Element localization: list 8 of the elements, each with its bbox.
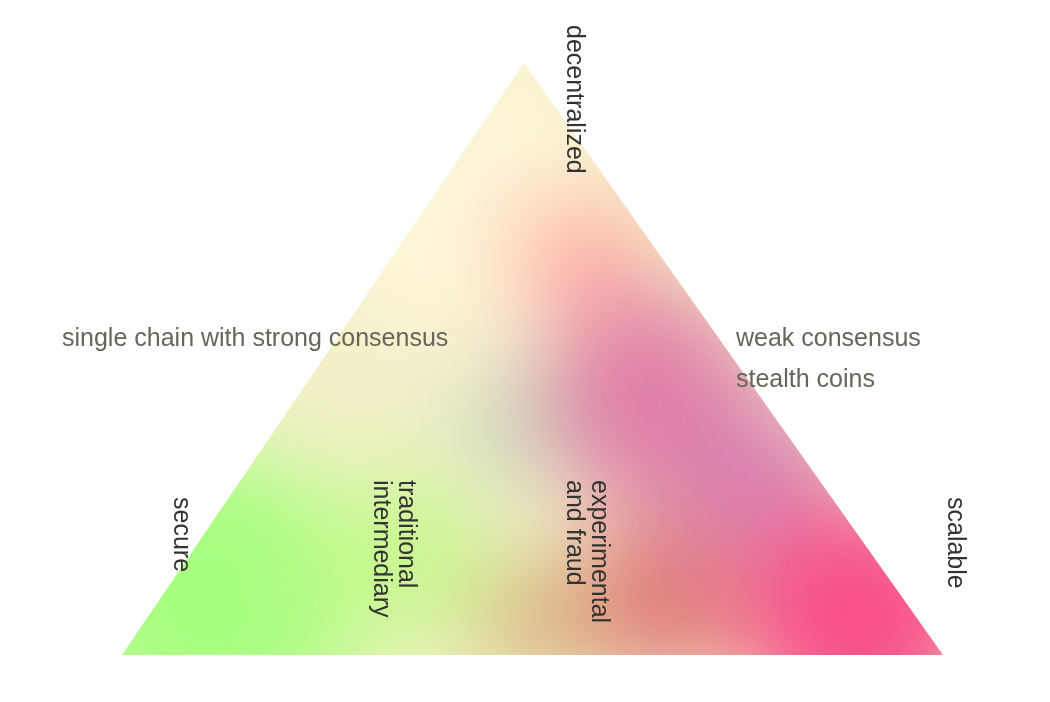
region-label: stealth coins: [736, 366, 875, 391]
region-label: single chain with strong consensus: [62, 325, 449, 350]
axis-label: scalable: [944, 497, 969, 589]
region-label: traditional intermediary: [370, 480, 420, 620]
region-label: experimental and fraud: [563, 480, 613, 626]
axis-label: secure: [170, 497, 195, 573]
axis-label: decentralized: [563, 25, 588, 174]
region-label: weak consensus: [736, 325, 921, 350]
